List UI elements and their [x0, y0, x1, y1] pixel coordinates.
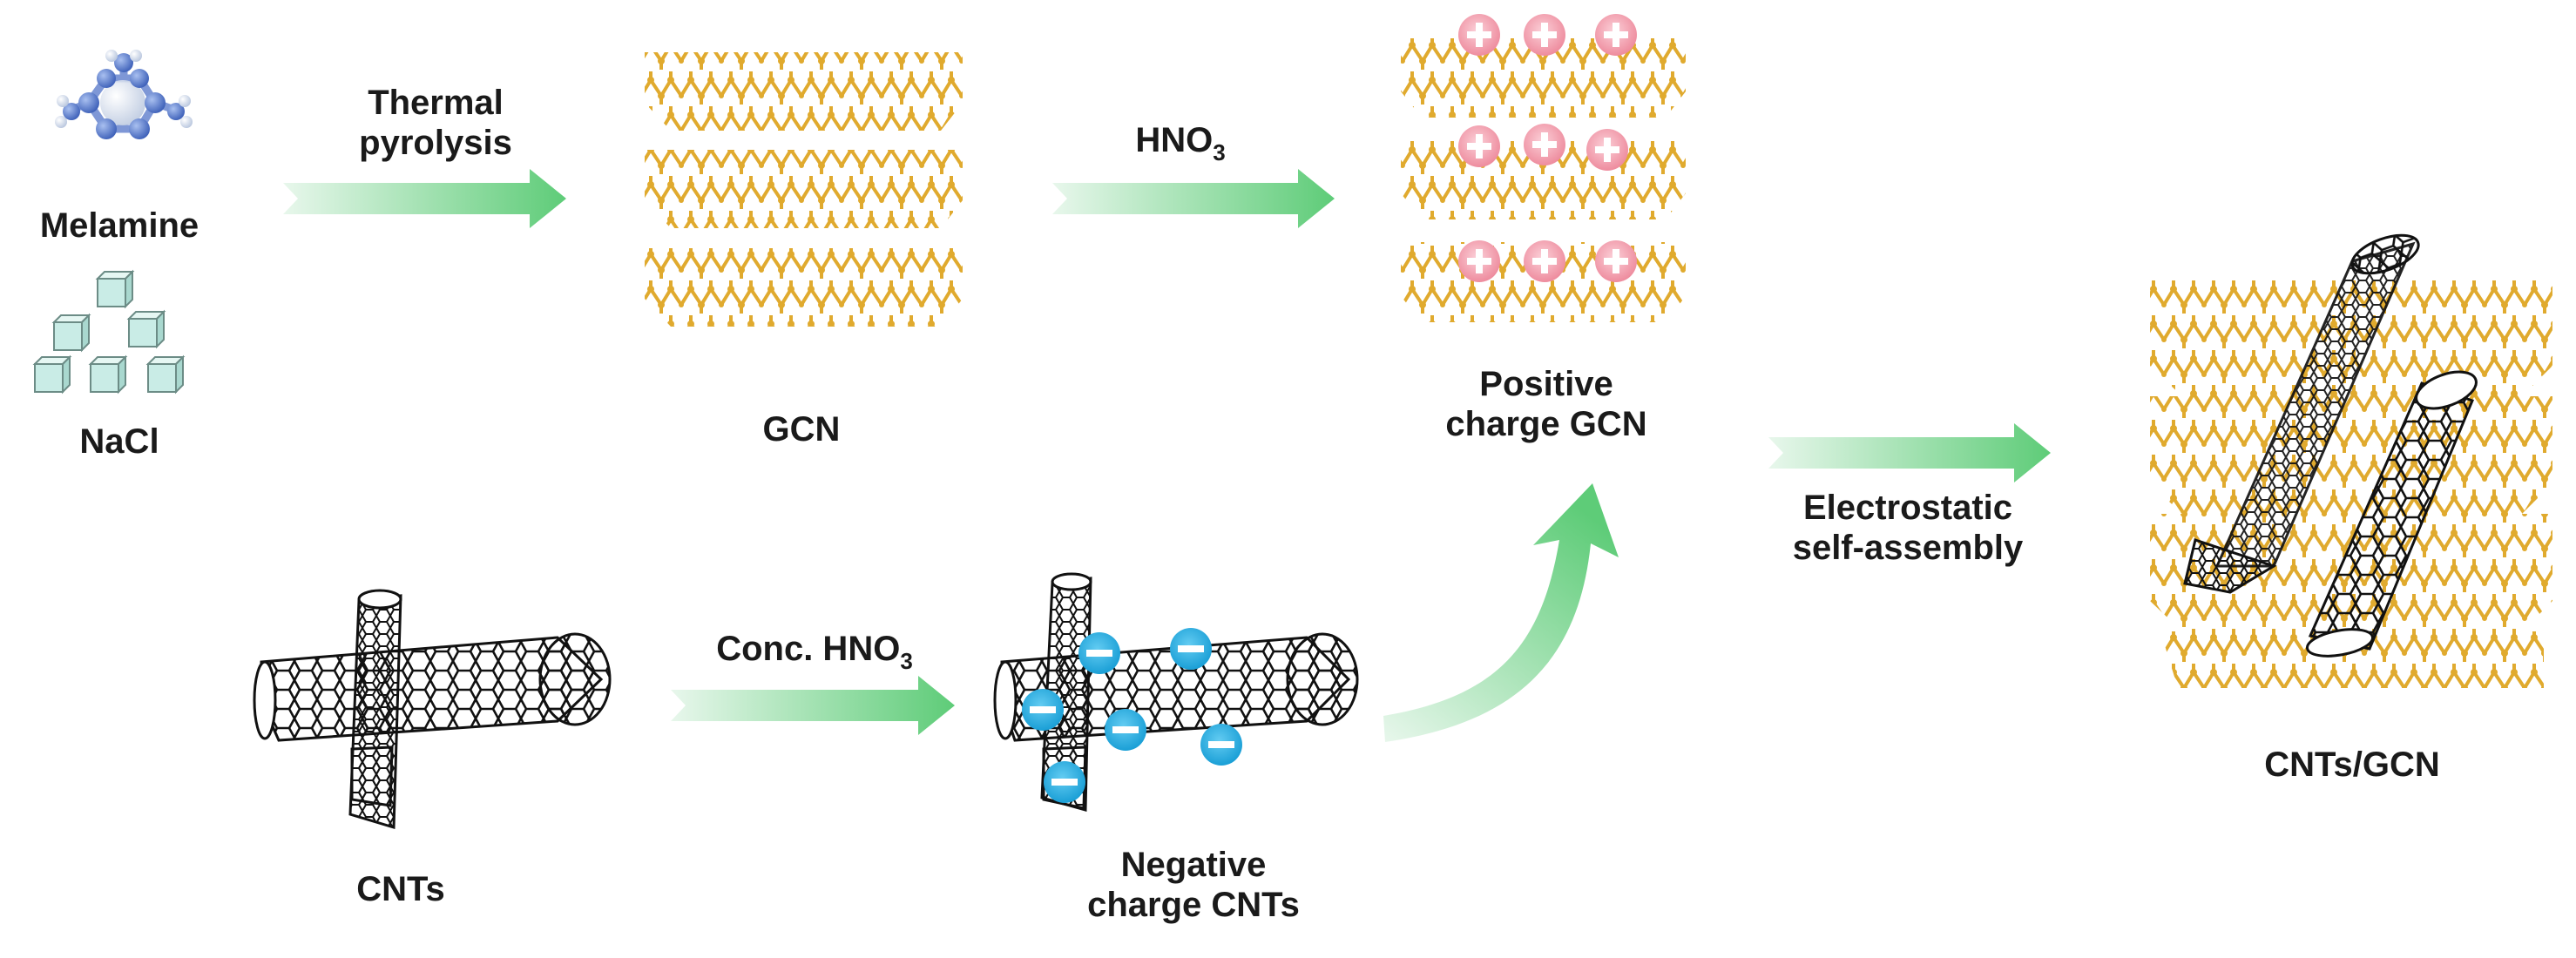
plus-charge-icon: [1458, 240, 1500, 282]
label-thermal-line2: pyrolysis: [359, 124, 512, 162]
minus-charge-icon: [1170, 628, 1212, 670]
cnts-gcn-composite: [2150, 233, 2552, 688]
arrow-electrostatic: [1768, 423, 2051, 482]
minus-charge-icon: [1200, 724, 1242, 766]
minus-charge-icon: [1044, 761, 1085, 803]
minus-charge-icon: [1078, 632, 1120, 674]
label-positive-line1: Positive: [1479, 365, 1613, 403]
plus-charge-icon: [1595, 14, 1637, 56]
plus-charge-icon: [1524, 124, 1565, 165]
plus-charge-icon: [1524, 14, 1565, 56]
label-cnts-gcn: CNTs/GCN: [2264, 745, 2440, 784]
label-gcn: GCN: [762, 410, 841, 449]
gcn-sheets: [645, 52, 963, 327]
arrow-hno3: [1052, 169, 1335, 228]
plus-charge-icon: [1524, 240, 1565, 282]
label-thermal-pyrolysis: Thermal pyrolysis: [314, 83, 558, 163]
label-conc-hno3-main: Conc. HNO: [716, 630, 901, 668]
label-electrostatic-self-assembly: Electrostatic self-assembly: [1742, 488, 2073, 568]
arrow-conc-hno3: [671, 676, 955, 735]
arrow-thermal-pyrolysis: [283, 169, 566, 228]
label-hno3: HNO3: [1124, 120, 1237, 165]
label-nacl: NaCl: [79, 422, 159, 461]
label-melamine: Melamine: [39, 206, 199, 245]
label-conc-hno3-sub: 3: [900, 648, 913, 674]
plus-charge-icon: [1458, 125, 1500, 167]
minus-charge-icon: [1105, 709, 1146, 751]
label-positive-charge-gcn: Positive charge GCN: [1411, 364, 1681, 444]
label-conc-hno3: Conc. HNO3: [671, 629, 958, 674]
positive-charges: [1458, 14, 1637, 282]
negative-charges: [1022, 628, 1242, 803]
label-negative-line1: Negative: [1120, 846, 1267, 884]
label-positive-line2: charge GCN: [1445, 405, 1647, 443]
cnts-bundle: [253, 589, 612, 829]
minus-charge-icon: [1022, 689, 1064, 731]
melamine-molecule-icon: [55, 50, 193, 139]
label-cnts: CNTs: [356, 870, 445, 908]
label-hno3-sub: 3: [1213, 139, 1226, 165]
label-electrostatic-line1: Electrostatic: [1802, 489, 2013, 527]
plus-charge-icon: [1458, 14, 1500, 56]
label-thermal-line1: Thermal: [368, 84, 504, 122]
label-negative-line2: charge CNTs: [1087, 886, 1300, 924]
label-hno3-main: HNO: [1135, 121, 1214, 159]
arrow-curved-to-positive-gcn: [1383, 483, 1619, 742]
plus-charge-icon: [1595, 240, 1637, 282]
nacl-crystal-icon: [32, 269, 186, 395]
label-electrostatic-line2: self-assembly: [1792, 529, 2024, 567]
label-negative-charge-cnts: Negative charge CNTs: [1045, 845, 1342, 925]
plus-charge-icon: [1586, 129, 1628, 171]
